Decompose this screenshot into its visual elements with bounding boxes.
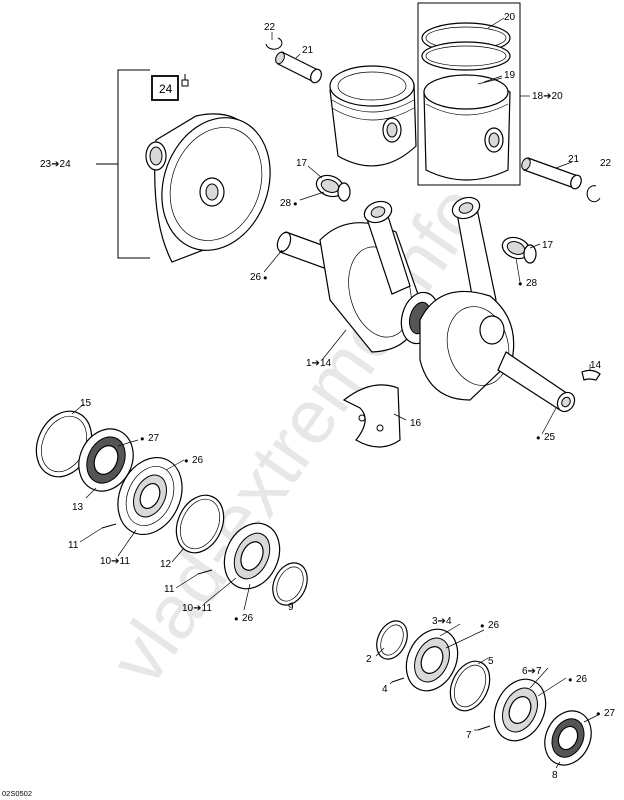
oil-drop-icon: ● — [184, 456, 189, 465]
callout-10-11-a: 10➔11 — [100, 556, 130, 567]
callout-26-left: 26 — [192, 455, 204, 466]
callout-18-20: 18➔20 — [532, 91, 563, 102]
reference-code: 02S0502 — [2, 789, 32, 798]
callout-7: 7 — [466, 730, 472, 741]
callout-26-crank: 26 — [250, 272, 262, 283]
callout-21-right: 21 — [568, 154, 580, 165]
callout-21-top: 21 — [302, 45, 314, 56]
circlip-22-right — [586, 185, 601, 203]
oil-seal-8 — [544, 710, 592, 766]
ball-bearing-3 — [405, 628, 459, 692]
callout-27-right: 27 — [604, 708, 616, 719]
ball-bearing-10-right — [223, 522, 281, 590]
oil-drop-icon: ● — [568, 675, 573, 684]
boxed-callout-24: 24 — [151, 74, 189, 101]
ring-9 — [272, 562, 308, 606]
ring-2 — [376, 620, 408, 660]
piston-pin-21-top — [275, 51, 323, 84]
callout-27-left: 27 — [148, 433, 160, 444]
oil-drop-icon: ● — [263, 273, 268, 282]
callout-17-left: 17 — [296, 158, 308, 169]
callout-5: 5 — [488, 656, 494, 667]
callout-2: 2 — [366, 654, 372, 665]
callout-11-b: 11 — [164, 584, 175, 595]
ball-bearing-10-left — [117, 456, 183, 536]
needle-bearing-17-right — [501, 236, 537, 264]
callout-10-11-b: 10➔11 — [182, 603, 212, 614]
dowel-pins-11 — [101, 523, 213, 575]
callout-26-r1: 26 — [488, 620, 500, 631]
callout-13: 13 — [72, 502, 84, 513]
ring-12 — [175, 494, 225, 554]
callout-4: 4 — [382, 684, 388, 695]
callout-11-a: 11 — [68, 540, 79, 551]
oil-drop-icon: ● — [480, 621, 485, 630]
piston-pin-21-right — [521, 157, 582, 190]
callout-9: 9 — [288, 602, 294, 613]
leader-lines — [71, 17, 601, 769]
flywheel-bracket — [96, 69, 150, 259]
oil-drop-icon: ● — [140, 434, 145, 443]
circlip-22-top — [265, 37, 283, 50]
callout-8: 8 — [552, 770, 558, 781]
oil-drop-icon: ● — [536, 433, 541, 442]
callout-23-24: 23➔24 — [40, 159, 71, 170]
callout-15: 15 — [80, 398, 92, 409]
oil-drop-icon: ● — [293, 199, 298, 208]
crankshaft — [276, 196, 576, 413]
piston-assembly — [329, 65, 417, 167]
callout-3-4: 3➔4 — [432, 616, 452, 627]
callout-17-right: 17 — [542, 240, 554, 251]
callout-6-7: 6➔7 — [522, 666, 542, 677]
callout-25: 25 — [544, 432, 556, 443]
woodruff-key-14 — [581, 369, 601, 381]
callout-26-mid: 26 — [242, 613, 254, 624]
callout-22-top: 22 — [264, 22, 276, 33]
callout-14: 14 — [590, 360, 602, 371]
callout-20: 20 — [504, 12, 516, 23]
oil-drop-icon: ● — [596, 709, 601, 718]
callout-28-left: 28 — [280, 198, 292, 209]
callout-16: 16 — [410, 418, 422, 429]
flywheel — [145, 113, 271, 263]
callout-24: 24 — [159, 82, 173, 96]
dowel-pins-right — [391, 677, 491, 731]
ball-bearing-6 — [493, 678, 547, 742]
distance-ring-16 — [342, 384, 401, 448]
piston-ring-box — [417, 2, 521, 186]
callout-26-r2: 26 — [576, 674, 588, 685]
callout-28-right: 28 — [526, 278, 538, 289]
oil-drop-icon: ● — [518, 279, 523, 288]
oil-seal-13 — [78, 428, 134, 492]
callout-12: 12 — [160, 559, 172, 570]
callout-labels: 22 21 20 19 18➔20 23➔24 17 28 ● 21 22 26… — [40, 12, 616, 781]
needle-bearing-17-left — [315, 174, 351, 202]
oil-drop-icon: ● — [234, 614, 239, 623]
callout-22-right: 22 — [600, 158, 612, 169]
callout-19: 19 — [504, 70, 516, 81]
callout-1-14: 1➔14 — [306, 358, 332, 369]
